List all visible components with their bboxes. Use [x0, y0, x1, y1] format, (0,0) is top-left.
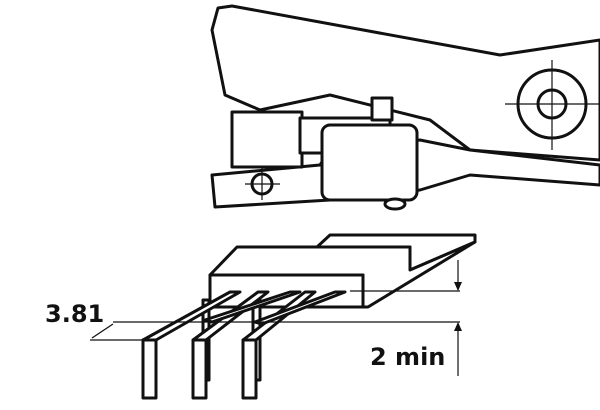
pliers-die-tab: [370, 96, 394, 122]
pliers-tool: [210, 4, 600, 211]
pliers-die-block: [230, 110, 304, 169]
pliers-locator: [320, 123, 419, 202]
connector-housing: [208, 233, 477, 309]
clearance-dimension-label: 2 min: [370, 343, 446, 371]
screw-head: [383, 197, 407, 211]
pitch-dimension-label: 3.81: [45, 300, 105, 328]
pliers-upper-handle: [210, 4, 600, 162]
dimension-lines: [90, 260, 462, 376]
connector-pins: [141, 290, 347, 400]
